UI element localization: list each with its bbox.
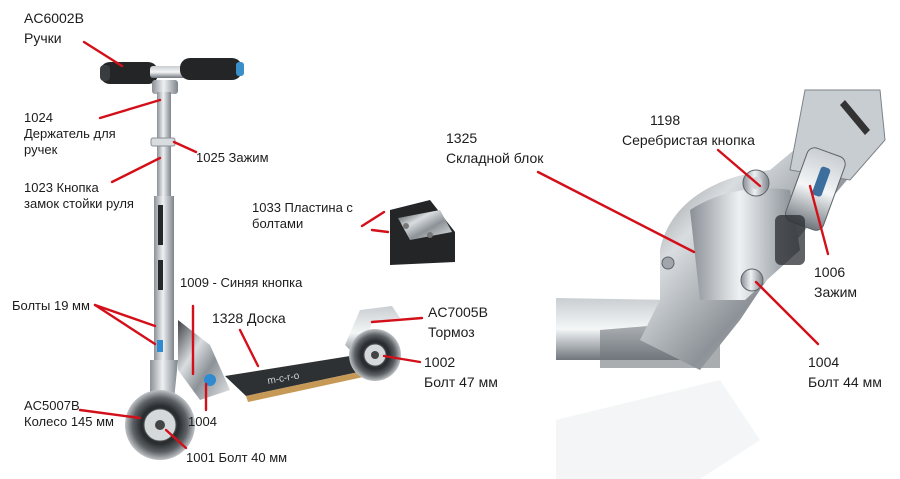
plate-thumbnail [390,200,455,265]
label-handles-code: AC6002B [24,10,84,26]
label-fold-block-name: Складной блок [446,150,544,166]
label-handles-name: Ручки [24,30,62,46]
label-bolt-47-code: 1002 [424,354,456,370]
label-bolt-47: 1002 Болт 47 мм [424,352,498,392]
label-clamp-1025: 1025 Зажим [196,150,269,166]
handlebar-grips [100,58,244,84]
leader-bolts-19-a [93,303,157,328]
label-handle-holder: 1024 Держатель для ручек [24,110,116,158]
label-fold-block-code: 1325 [446,130,478,146]
label-clamp-1006: 1006 Зажим [814,262,857,302]
label-bolt-44: 1004 Болт 44 мм [808,352,882,392]
leader-plate-2 [370,228,390,234]
label-bolt-44-code: 1004 [808,354,840,370]
label-handles: AC6002B Ручки [24,8,84,48]
leader-wheel [78,408,142,420]
leader-fold-block [536,170,696,254]
label-silver-button-name: Серебристая кнопка [622,132,755,148]
label-plate-line2: болтами [252,216,304,231]
label-deck: 1328 Доска [212,308,286,328]
label-wheel-code: AC5007B [24,398,80,413]
clamp-collar [150,137,176,147]
label-blue-button-text: 1009 - Синяя кнопка [180,275,303,290]
label-wheel: AC5007B Колесо 145 мм [24,398,114,430]
leader-bolt-44 [754,280,820,346]
label-bolts-19: Болты 19 мм [12,298,90,314]
label-clamp-1025-text: 1025 Зажим [196,150,269,165]
label-silver-button-code: 1198 [650,112,681,128]
label-blue-button: 1009 - Синяя кнопка [180,275,302,291]
scooter-illustration: m-c-r-o [100,58,401,460]
leader-bolt-40 [164,428,188,450]
deck [225,356,368,396]
label-bolts-19-text: Болты 19 мм [12,298,90,313]
leader-brake [370,316,424,324]
label-handle-holder-line1: Держатель для [24,126,116,141]
leader-plate-1 [360,210,386,228]
upper-tube [157,92,171,202]
label-brake: AC7005B Тормоз [428,302,488,342]
label-lock-button: 1023 Кнопка замок стойки руля [24,180,134,212]
leader-handle-holder [98,98,162,120]
label-fold-block: 1325 Складной блок [446,128,543,168]
label-bolt-47-name: Болт 47 мм [424,374,498,390]
leader-bolts-19-b [93,303,157,346]
folding-neck [178,320,230,400]
label-lock-button-line1: 1023 Кнопка [24,180,99,195]
leader-handles [82,40,124,68]
label-brake-code: AC7005B [428,304,488,320]
label-clamp-1006-name: Зажим [814,284,858,300]
label-handle-holder-code: 1024 [24,110,53,125]
leader-lock-button [110,156,162,184]
label-bolt-1004-left: 1004 [188,414,217,430]
leader-bolt-47 [382,354,422,364]
label-deck-text: 1328 Доска [212,310,286,326]
label-brake-name: Тормоз [428,324,475,340]
leader-deck [238,328,260,368]
label-bolt-40: 1001 Болт 40 мм [186,450,287,466]
label-silver-button: 1198 Серебристая кнопка [622,110,755,150]
label-handle-holder-line2: ручек [24,142,58,157]
label-clamp-1006-code: 1006 [814,264,846,280]
label-bolt-1004-left-text: 1004 [188,414,217,429]
label-plate-line1: 1033 Пластина с [252,200,353,215]
label-bolt-40-text: 1001 Болт 40 мм [186,450,288,465]
handle-holder [152,80,178,94]
label-lock-button-line2: замок стойки руля [24,196,134,211]
leader-lines [78,40,830,450]
leader-silver-button [716,148,762,188]
label-plate: 1033 Пластина с болтами [252,200,353,232]
leader-clamp-1025 [172,140,198,154]
label-bolt-44-name: Болт 44 мм [808,374,882,390]
label-wheel-name: Колесо 145 мм [24,414,114,429]
lower-tube [154,196,174,386]
leader-clamp-1006 [808,184,830,256]
